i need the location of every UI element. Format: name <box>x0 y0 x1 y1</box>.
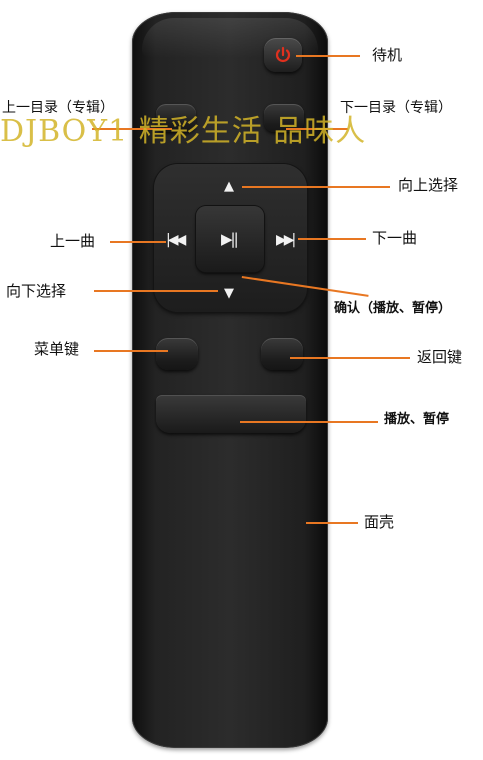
label-panel: 面壳 <box>364 513 395 531</box>
label-prev-album: 上一目录（专辑） <box>2 100 114 116</box>
triangle-up-icon[interactable]: ▲ <box>224 179 234 194</box>
leader-prev-track <box>110 241 166 243</box>
leader-prev-album <box>92 128 172 130</box>
label-play-pause: 播放、暂停 <box>384 412 450 427</box>
leader-down-select <box>94 290 218 292</box>
power-icon <box>275 46 291 62</box>
power-button[interactable] <box>264 38 302 72</box>
label-up-select: 向上选择 <box>398 176 459 194</box>
label-standby: 待机 <box>372 46 403 64</box>
skip-previous-icon[interactable]: |◀◀ <box>166 232 186 248</box>
label-menu: 菜单键 <box>34 340 80 358</box>
label-next-track: 下一曲 <box>372 229 418 247</box>
play-pause-icon[interactable]: ▶|| <box>221 230 239 248</box>
leader-up-select <box>242 186 390 188</box>
label-prev-track: 上一曲 <box>50 232 96 250</box>
menu-button[interactable] <box>156 338 198 370</box>
leader-standby <box>296 55 360 57</box>
remote-body <box>132 12 328 748</box>
leader-back <box>290 357 410 359</box>
leader-next-track <box>298 238 366 240</box>
next-album-button[interactable] <box>264 104 304 132</box>
leader-next-album <box>286 128 348 130</box>
label-down-select: 向下选择 <box>6 282 67 300</box>
skip-next-icon[interactable]: ▶▶| <box>276 232 296 248</box>
leader-menu <box>94 350 168 352</box>
leader-play-pause <box>240 421 378 423</box>
label-next-album: 下一目录（专辑） <box>340 100 452 116</box>
triangle-down-icon[interactable]: ▼ <box>224 286 234 301</box>
play-pause-long-button[interactable] <box>156 395 306 433</box>
label-back: 返回键 <box>417 348 463 366</box>
leader-panel <box>306 522 358 524</box>
label-confirm: 确认（播放、暂停） <box>334 301 452 316</box>
dpad-center-button[interactable] <box>196 206 264 272</box>
prev-album-button[interactable] <box>156 104 196 132</box>
back-button[interactable] <box>261 338 303 370</box>
